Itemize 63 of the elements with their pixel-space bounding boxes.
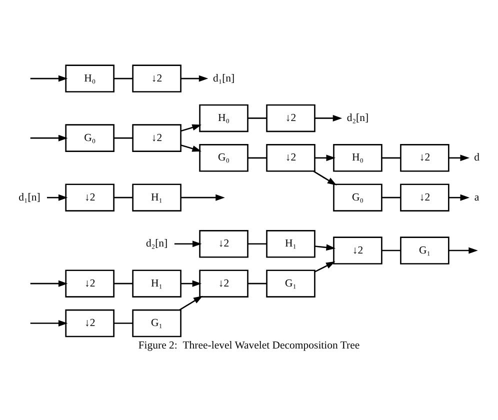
- arrow: [30, 134, 68, 142]
- arrow: [180, 144, 202, 152]
- arrow: [314, 244, 336, 251]
- node-box: ↓2: [333, 236, 382, 264]
- connector: [382, 196, 401, 198]
- connector: [382, 157, 401, 159]
- node-box: G₁: [132, 309, 182, 338]
- arrow: [179, 296, 203, 310]
- node-box: G₁: [266, 270, 316, 298]
- node-box: G₁: [400, 236, 450, 264]
- connector: [114, 282, 133, 284]
- arrow: [46, 194, 68, 201]
- node-box: H₁: [132, 184, 182, 212]
- node-box: ↓2: [400, 184, 450, 212]
- node-text: d₂[n]: [146, 238, 168, 250]
- node-box: H₀: [65, 64, 114, 92]
- arrow: [180, 75, 208, 82]
- node-box: H₁: [132, 270, 182, 298]
- connector: [248, 157, 267, 159]
- arrow: [174, 240, 202, 248]
- node-text: d₂[n]: [346, 112, 369, 124]
- node-box: G₀: [65, 124, 114, 152]
- arrow: [180, 124, 202, 132]
- connector: [114, 322, 133, 324]
- node-box: ↓2: [199, 230, 248, 258]
- node-box: H₀: [199, 104, 248, 132]
- node-box: ↓2: [132, 124, 182, 152]
- connector: [114, 78, 133, 80]
- arrow: [448, 154, 470, 162]
- node-box: ↓2: [132, 64, 182, 92]
- arrow: [30, 320, 68, 327]
- node-text: d: [474, 152, 480, 164]
- node-text: d₁[n]: [18, 191, 40, 204]
- arrow: [314, 154, 336, 162]
- node-box: H₀: [333, 144, 382, 172]
- node-box: ↓2: [65, 270, 114, 298]
- connector: [248, 118, 267, 119]
- arrow: [314, 261, 336, 272]
- caption: Figure 2: Three-level Wavelet Decomposition Tree: [138, 339, 360, 352]
- node-text: d₁[n]: [212, 72, 235, 84]
- arrow: [314, 114, 342, 122]
- node-box: G₀: [199, 144, 248, 172]
- connector: [248, 243, 267, 245]
- node-box: H₁: [266, 230, 316, 258]
- arrow: [448, 247, 478, 254]
- node-text: a: [474, 191, 480, 204]
- arrow: [313, 170, 337, 186]
- node-box: ↓2: [65, 184, 114, 212]
- node-box: ↓2: [400, 144, 450, 172]
- arrow: [30, 75, 68, 82]
- node-box: ↓2: [199, 270, 248, 298]
- arrow: [30, 280, 68, 287]
- node-box: G₀: [333, 184, 382, 212]
- connector: [114, 196, 133, 198]
- arrow: [180, 194, 225, 201]
- node-box: ↓2: [65, 309, 114, 338]
- arrow: [448, 194, 470, 201]
- node-box: ↓2: [266, 144, 316, 172]
- connector: [382, 250, 401, 252]
- node-box: ↓2: [266, 104, 316, 132]
- connector: [248, 282, 267, 284]
- arrow: [180, 280, 202, 287]
- connector: [114, 137, 133, 139]
